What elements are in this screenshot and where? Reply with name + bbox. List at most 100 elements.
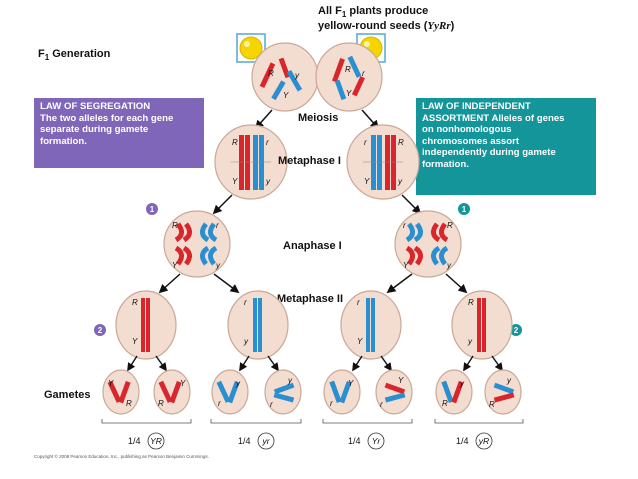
metaphase-i-cell-left: R r Y y <box>214 124 288 200</box>
independent-line-3: chromosomes assort <box>422 135 520 147</box>
svg-text:R: R <box>345 65 351 74</box>
segregation-title: LAW OF SEGREGATION <box>40 101 151 112</box>
f1-cell-right: R r Y <box>315 42 383 112</box>
svg-text:r: r <box>362 69 365 78</box>
metaphase-ii-cell-1: R Y <box>115 290 177 360</box>
independent-line-5: formation. <box>422 158 469 170</box>
gamete-fraction-yr-recessive: 1/4 yr <box>238 432 275 450</box>
svg-text:1: 1 <box>150 205 155 214</box>
svg-text:R: R <box>447 221 453 230</box>
svg-text:1/4: 1/4 <box>128 436 141 446</box>
gamete-cell: Y R <box>102 369 140 415</box>
arrow <box>212 194 233 215</box>
svg-text:Y: Y <box>403 261 409 270</box>
yellow-seed-icon <box>236 33 266 63</box>
metaphase-ii-label: Metaphase II <box>277 293 343 305</box>
svg-text:1/4: 1/4 <box>238 436 251 446</box>
svg-text:R: R <box>489 400 495 409</box>
header-line-2: yellow-round seeds (YyRr) <box>318 20 455 32</box>
arrow <box>463 355 474 372</box>
svg-text:2: 2 <box>98 326 103 335</box>
law-of-segregation-box: LAW OF SEGREGATION The two alleles for e… <box>34 98 204 168</box>
svg-text:yr: yr <box>261 436 270 446</box>
svg-text:1/4: 1/4 <box>348 436 361 446</box>
svg-text:R: R <box>158 399 164 408</box>
arrow <box>155 355 167 372</box>
svg-text:Y: Y <box>172 261 178 270</box>
arrow <box>239 355 250 372</box>
arrow <box>127 355 138 372</box>
svg-text:y: y <box>235 379 241 388</box>
anaphase-i-cell-left: R r Y y <box>163 210 231 278</box>
f1-generation-label: F1 Generation <box>38 48 111 62</box>
svg-text:r: r <box>364 138 367 147</box>
metaphase-i-label: Metaphase I <box>278 155 341 167</box>
svg-text:Y: Y <box>398 376 404 385</box>
metaphase-ii-cell-4: R y <box>451 290 513 360</box>
independent-title: LAW OF INDEPENDENT <box>422 101 531 112</box>
arrow <box>401 194 422 215</box>
independent-line-2: on nonhomologous <box>422 124 512 135</box>
svg-text:Y: Y <box>348 379 354 388</box>
segregation-line-2: separate during gamete <box>40 124 149 135</box>
arrow <box>386 273 413 294</box>
segregation-line-3: formation. <box>40 135 87 147</box>
svg-text:y: y <box>467 337 473 346</box>
svg-text:y: y <box>397 177 403 186</box>
svg-text:r: r <box>380 400 383 409</box>
metaphase-ii-cell-3: r Y <box>340 290 402 360</box>
svg-text:Y: Y <box>132 337 138 346</box>
svg-text:Y: Y <box>232 177 238 186</box>
step-2-marker-right: 2 <box>510 324 522 336</box>
gamete-fraction-Yr: 1/4 Yr <box>348 432 385 450</box>
arrow <box>445 273 468 294</box>
independent-line-1: ASSORTMENT Alleles of genes <box>422 112 565 124</box>
svg-text:Y: Y <box>108 379 114 388</box>
svg-text:y: y <box>294 71 300 80</box>
svg-text:r: r <box>270 400 273 409</box>
svg-text:1: 1 <box>462 205 467 214</box>
svg-text:r: r <box>357 298 360 307</box>
arrow <box>352 355 363 372</box>
svg-text:1/4: 1/4 <box>456 436 469 446</box>
svg-text:y: y <box>459 379 465 388</box>
svg-text:R: R <box>442 399 448 408</box>
svg-text:r: r <box>216 221 219 230</box>
gamete-cell: y r <box>211 369 249 415</box>
step-1-marker-right: 1 <box>458 203 470 215</box>
independent-line-4: independently during gamete <box>422 147 556 158</box>
gametes-label: Gametes <box>44 389 90 401</box>
gamete-bracket <box>101 419 524 424</box>
svg-text:y: y <box>243 337 249 346</box>
svg-text:r: r <box>244 298 247 307</box>
svg-text:r: r <box>330 399 333 408</box>
gamete-cell: y R <box>435 369 473 415</box>
svg-text:R: R <box>132 298 138 307</box>
svg-text:R: R <box>268 69 274 78</box>
svg-text:YR: YR <box>150 436 162 446</box>
svg-text:2: 2 <box>514 326 519 335</box>
svg-text:R: R <box>398 138 404 147</box>
gamete-cell: Y r <box>323 369 361 415</box>
svg-text:R: R <box>232 138 238 147</box>
svg-text:Y: Y <box>357 337 363 346</box>
gamete-cell: y r <box>264 369 302 415</box>
meiosis-label: Meiosis <box>298 112 338 124</box>
svg-text:Yr: Yr <box>372 436 382 446</box>
svg-text:yR: yR <box>478 436 489 446</box>
gamete-cell: Y r <box>375 369 413 415</box>
law-of-independent-assortment-box: LAW OF INDEPENDENT ASSORTMENT Alleles of… <box>416 98 596 195</box>
svg-text:y: y <box>265 177 271 186</box>
svg-text:y: y <box>506 376 512 385</box>
header-line-1: All F1 plants produce <box>318 5 428 19</box>
svg-text:Y: Y <box>283 91 289 100</box>
anaphase-i-cell-right: r R Y y <box>394 210 462 278</box>
svg-text:Y: Y <box>364 177 370 186</box>
metaphase-i-cell-right: r R Y y <box>346 124 420 200</box>
gamete-fraction-yr-dominant: 1/4 YR <box>128 432 165 450</box>
segregation-line-1: The two alleles for each gene <box>40 112 174 124</box>
arrow <box>254 109 273 130</box>
arrow <box>158 273 181 294</box>
svg-text:y: y <box>215 261 221 270</box>
